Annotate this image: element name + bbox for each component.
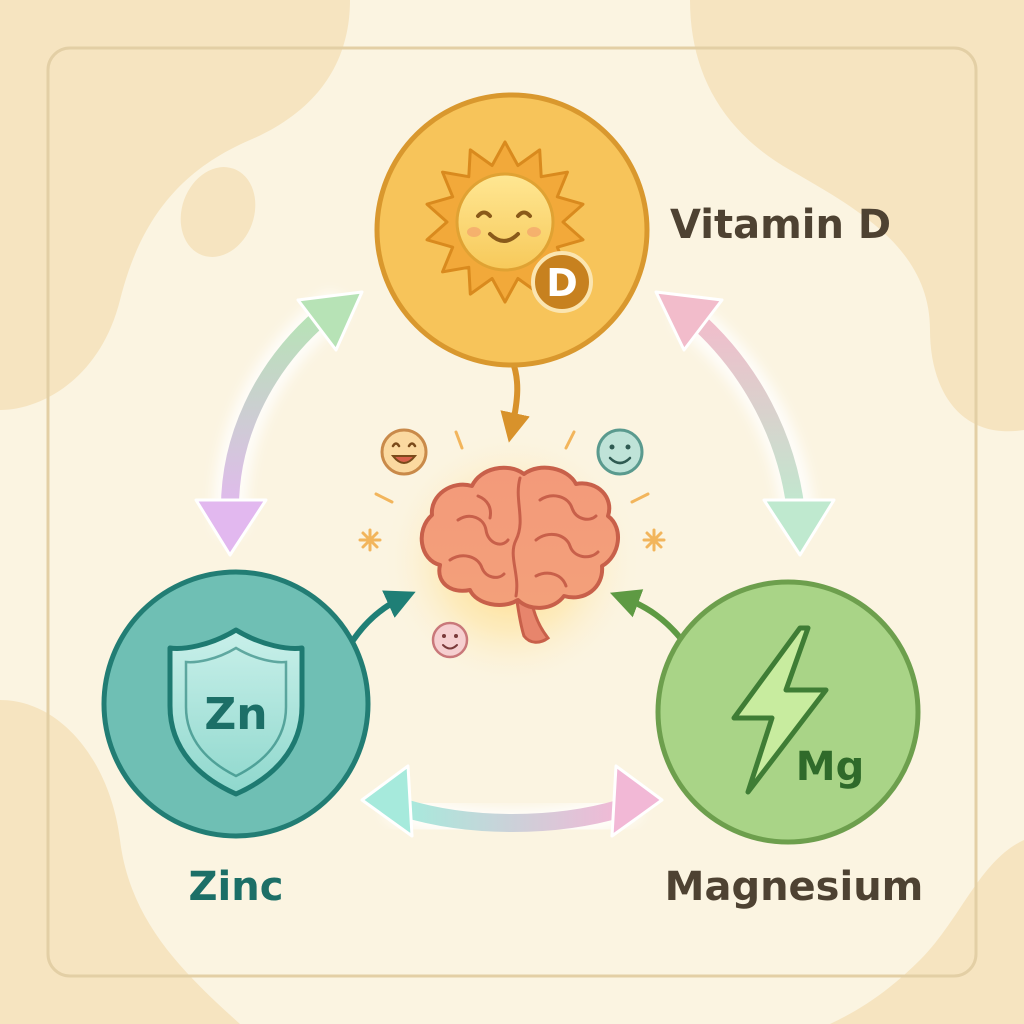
zinc-badge: Zn — [204, 689, 267, 740]
blob-top-left — [0, 0, 350, 410]
arrow-zinc-magnesium — [360, 764, 664, 842]
sparkles — [358, 430, 666, 552]
cycle-arrows — [194, 290, 836, 842]
arrow-vitamin-d-magnesium — [654, 290, 836, 557]
arrow-zinc-to-brain — [345, 590, 416, 651]
node-zinc: Zn — [101, 569, 371, 839]
arrow-head-bottom-right-end — [610, 764, 664, 838]
arrow-vitamin-d-to-brain — [500, 357, 530, 443]
blob-bottom-left — [0, 700, 240, 1024]
arrow-head-top-right — [654, 290, 724, 352]
arrow-head-bottom-right — [762, 498, 836, 557]
blob-top-right — [690, 0, 1024, 432]
blob-oval — [180, 167, 256, 257]
sparkle-left-icon — [358, 528, 382, 552]
lightning-icon — [731, 625, 829, 795]
arrow-magnesium-to-brain — [609, 589, 685, 643]
smiley-happy-icon — [596, 428, 644, 476]
vitamin-d-badge: D — [546, 261, 578, 305]
smiley-laughing-icon — [380, 428, 428, 476]
arrow-head-bottom-left — [194, 498, 268, 557]
vitamin-d-badge-circle — [531, 251, 593, 313]
vitamin-d-label: Vitamin D — [670, 202, 891, 248]
brain-icon — [419, 465, 621, 644]
zinc-label: Zinc — [189, 864, 284, 910]
arrow-vitamin-d-zinc — [194, 290, 364, 557]
arrow-head-top-left — [296, 290, 364, 352]
shield-icon — [167, 627, 305, 797]
smiley-small-icon — [431, 621, 469, 659]
magnesium-label: Magnesium — [665, 864, 924, 910]
frame — [46, 46, 978, 978]
arrow-head-bottom-left-end — [360, 764, 414, 838]
magnesium-badge: Mg — [796, 744, 864, 790]
node-vitamin-d: D — [374, 92, 650, 368]
node-magnesium: Mg — [655, 579, 921, 845]
sparkle-right-icon — [642, 528, 666, 552]
